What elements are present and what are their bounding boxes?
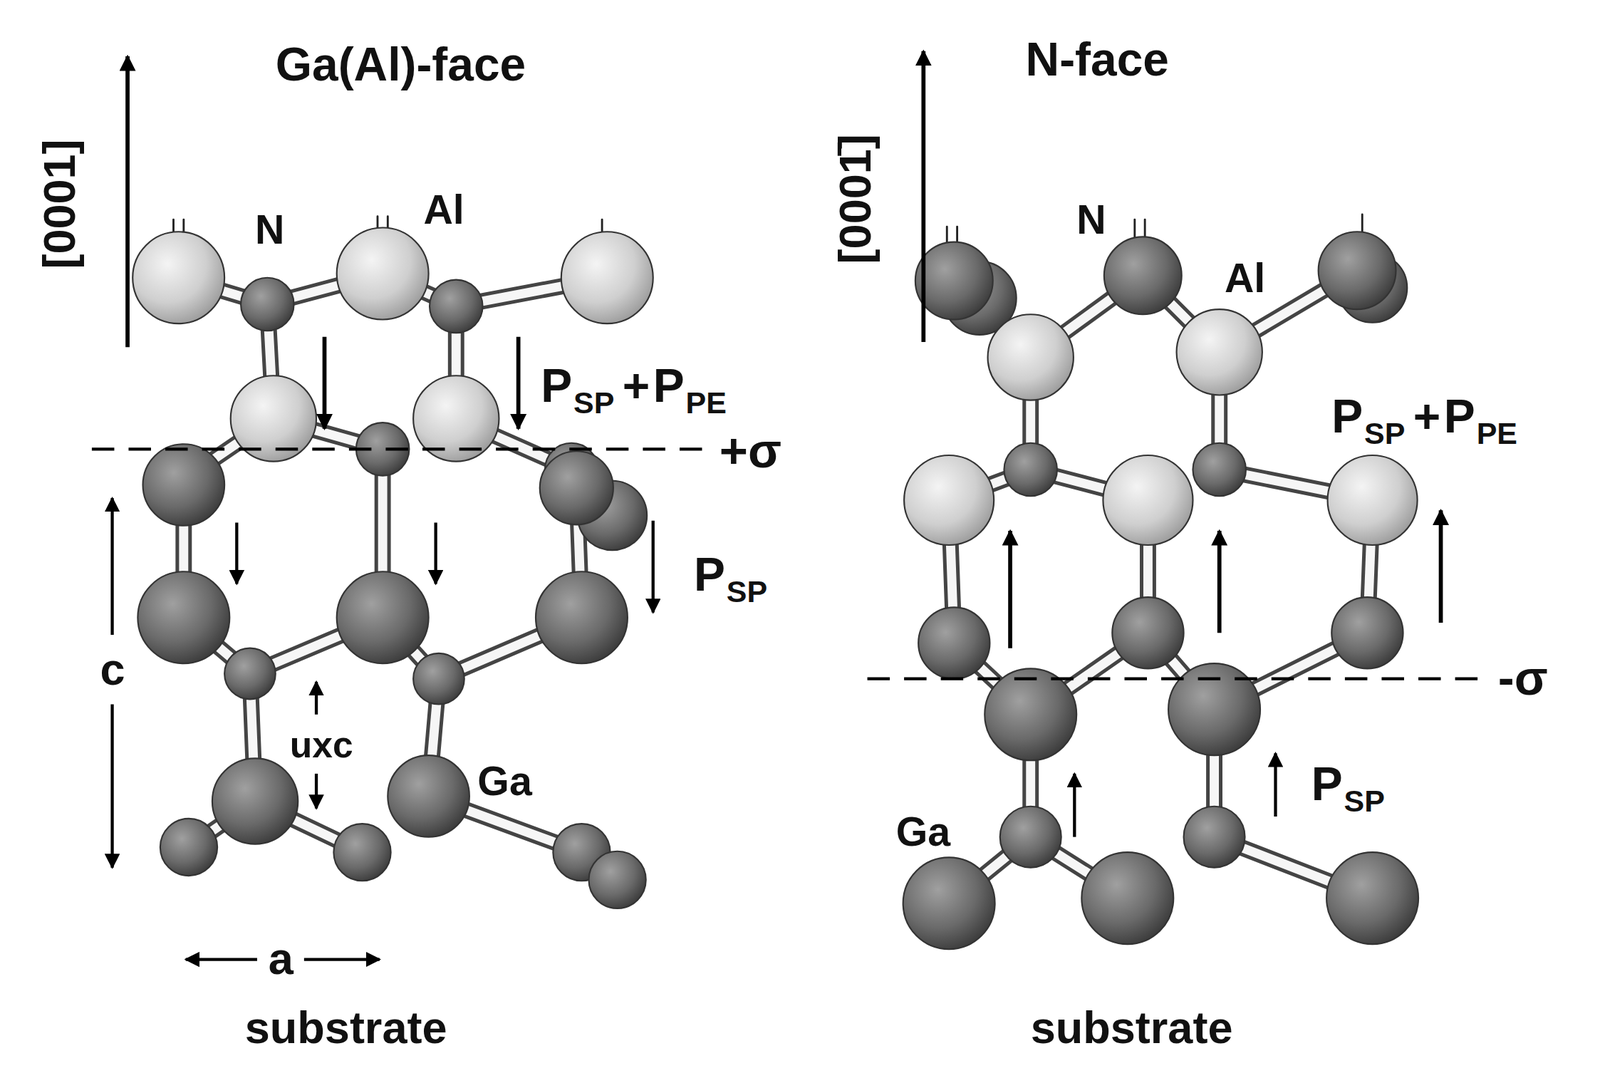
polarization-symbol: P	[1311, 760, 1343, 808]
axis-label: [0001̄]	[832, 133, 878, 264]
bonds-left	[173, 216, 608, 853]
polarization-symbol: P	[1331, 392, 1363, 440]
dimension-label: a	[268, 936, 294, 981]
atoms-left	[132, 227, 654, 909]
charge-label: -σ	[1498, 653, 1548, 704]
dimension-label: uxc	[289, 726, 354, 764]
arrows-left	[91, 56, 704, 960]
atom-label: Ga	[477, 760, 532, 801]
arrows-right	[867, 51, 1486, 838]
panel-title: Ga(Al)-face	[275, 40, 526, 88]
polarization-subscript: PE	[686, 387, 727, 419]
atom-label: Al	[423, 188, 464, 230]
polarization-subscript: SP	[573, 387, 615, 419]
polarization-symbol: P	[653, 362, 685, 410]
substrate-label: substrate	[1030, 1005, 1234, 1051]
charge-label: +σ	[719, 426, 782, 476]
atom-label: Ga	[896, 811, 951, 853]
polarization-subscript: SP	[1343, 785, 1385, 817]
atom-label: N	[1076, 198, 1106, 240]
panel-title: N-face	[1025, 35, 1170, 83]
plus-sign: +	[1413, 392, 1441, 440]
polarization-symbol: P	[693, 550, 726, 598]
polarization-subscript: PE	[1476, 418, 1518, 449]
atom-label: N	[255, 209, 285, 251]
polarization-symbol: P	[1443, 392, 1476, 440]
polarization-subscript: SP	[726, 576, 768, 607]
polarization-subscript: SP	[1364, 418, 1405, 449]
atoms-right	[903, 231, 1419, 949]
polarization-symbol: P	[540, 362, 573, 410]
plus-sign: +	[622, 362, 650, 410]
substrate-label: substrate	[245, 1005, 448, 1051]
axis-label: [0001]	[37, 138, 82, 269]
atom-label: Al	[1224, 257, 1266, 298]
dimension-label: c	[99, 646, 125, 692]
